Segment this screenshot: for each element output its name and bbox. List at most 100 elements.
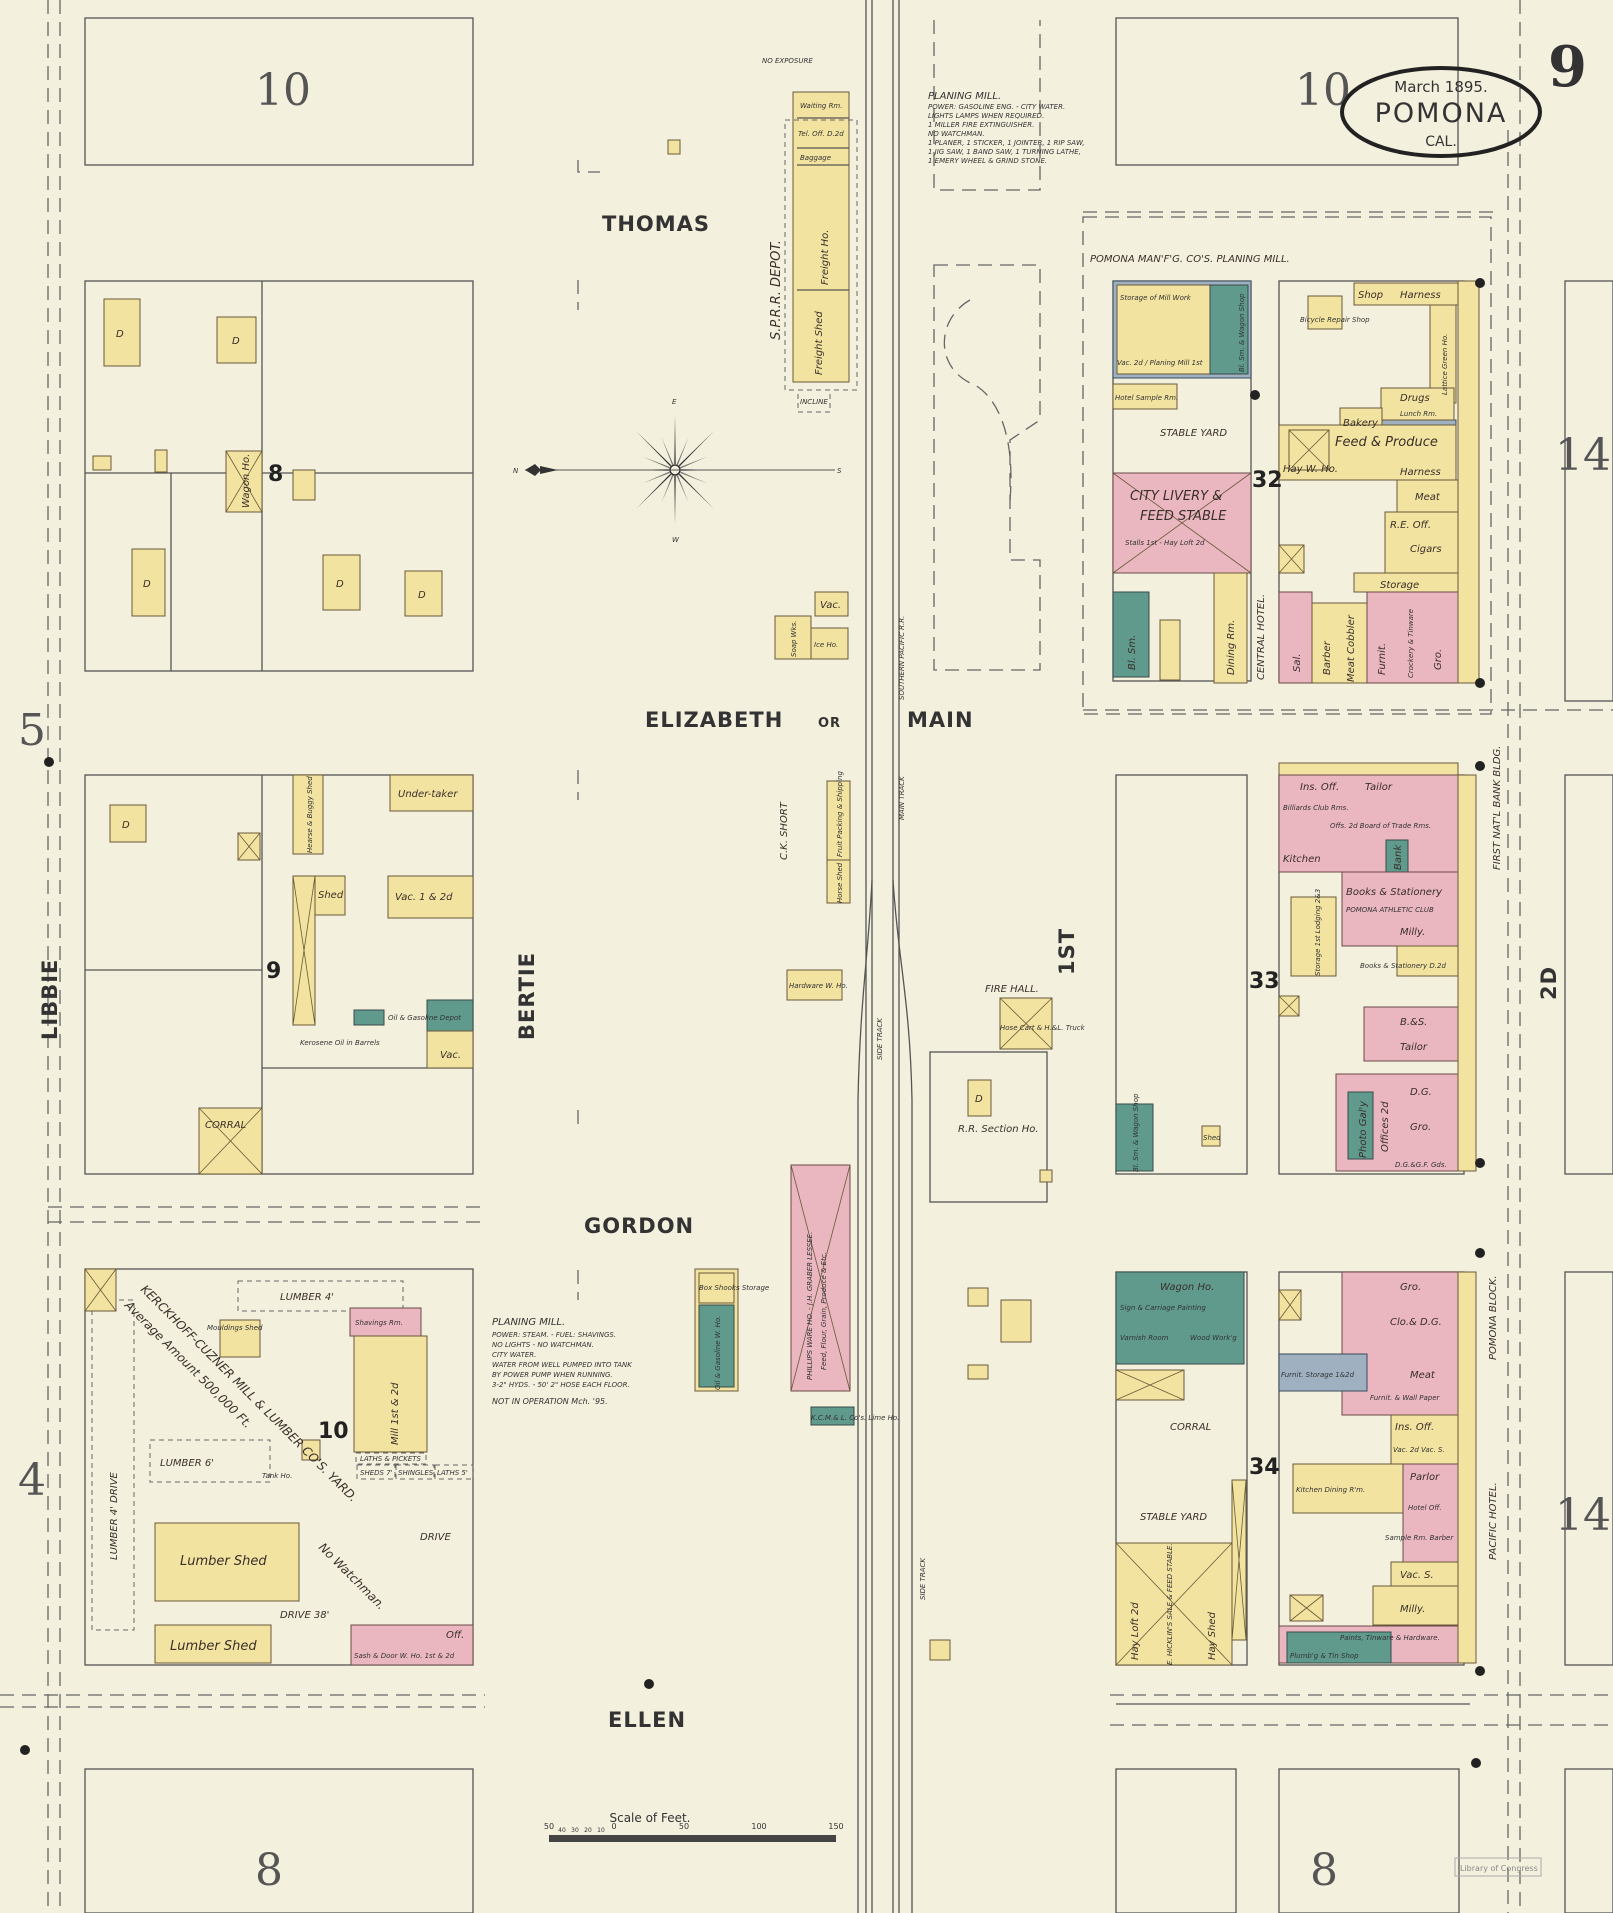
- building-footprint: [1115, 1271, 1245, 1365]
- building-footprint: [154, 449, 168, 473]
- block-number-9: 9: [266, 959, 281, 984]
- building-bs-block: [1363, 1006, 1459, 1062]
- building-label-varnish: Varnish Room: [1120, 1334, 1169, 1342]
- building-label-mouldings: Mouldings Shed: [207, 1324, 263, 1332]
- building-label-milly34: Milly.: [1400, 1604, 1425, 1615]
- building-footprint: [349, 1307, 422, 1337]
- roof-cross-mark: [225, 450, 263, 513]
- margin-key-5: 5: [18, 705, 46, 756]
- building-footprint: [1429, 304, 1457, 404]
- building-label-tailor2: Tailor: [1400, 1042, 1428, 1053]
- sp-depot: [784, 91, 858, 413]
- building-footprint: [131, 548, 166, 617]
- lawn-path: [943, 299, 1012, 501]
- compass-ray: [680, 456, 708, 469]
- block-number-33: 33: [1249, 969, 1280, 994]
- building-footprint: [1390, 1561, 1459, 1587]
- building-label-dining-rm: Dining Rm.: [1226, 620, 1237, 675]
- adjacent-sheet-bottom-left: 8: [255, 1845, 283, 1896]
- building-footprint: [216, 316, 257, 364]
- building-label-d: D: [975, 1094, 983, 1105]
- building-undertaker: [389, 774, 474, 812]
- building-footprint: [1201, 1125, 1221, 1147]
- building-label-drugs: Drugs: [1400, 393, 1430, 404]
- building-label-corral: CORRAL: [205, 1120, 246, 1131]
- building-footprint: [350, 1624, 474, 1666]
- depot-waiting-room: Waiting Rm.: [800, 102, 842, 110]
- building-footprint: [698, 1272, 735, 1304]
- depot-baggage: Baggage: [800, 154, 831, 162]
- no-exposure-label: NO EXPOSURE: [762, 57, 813, 65]
- building-iron-wall: [1380, 419, 1457, 426]
- roof-cross-mark: [84, 1268, 117, 1312]
- building-label-shed: Shed: [318, 890, 344, 901]
- building-label-laths-pickets: LATHS & PICKETS: [360, 1455, 422, 1463]
- block-number-8: 8: [268, 462, 283, 487]
- building-blacksmith-wagon-shop: [1209, 284, 1249, 375]
- compass-ray: [636, 431, 672, 467]
- building-label-re-off: R.E. Off.: [1390, 520, 1431, 531]
- building-label-furnit: Furnit.: [1377, 643, 1388, 675]
- building-box-shooks: [698, 1272, 735, 1304]
- street-elizabeth: ELIZABETH: [645, 708, 783, 732]
- building-label-hicklin: E. HICKLIN'S SALE & FEED STABLE.: [1166, 1543, 1174, 1665]
- street-bertie: BERTIE: [515, 952, 539, 1040]
- building-footprint: [426, 999, 474, 1032]
- building-label-ice-ho: Ice Ho.: [814, 641, 838, 649]
- building-lime-house: [810, 1406, 855, 1426]
- building-label-hotel-off: Hotel Off.: [1408, 1504, 1442, 1512]
- building-mouldings-shed: [219, 1319, 261, 1358]
- building-corral: [198, 1107, 263, 1175]
- building-footprint: [1457, 1271, 1477, 1664]
- building-label-offs-board: Offs. 2d Board of Trade Rms.: [1330, 822, 1431, 830]
- scale-tick-label: 0: [611, 1822, 616, 1831]
- building-footprint: [314, 875, 346, 916]
- building-label-storage: Storage: [1380, 580, 1419, 591]
- building-label-meat34: Meat: [1410, 1370, 1436, 1381]
- building-mill: [353, 1335, 428, 1453]
- planing-mill-note-top: PLANING MILL. POWER: GASOLINE ENG. - CIT…: [928, 91, 1085, 165]
- scale-bar-rule: [549, 1835, 836, 1842]
- building-dwelling: [103, 298, 141, 367]
- compass-ray: [636, 473, 672, 509]
- building-label-oil-gasoline: Oil & Gasoline W. Ho.: [714, 1316, 722, 1390]
- building-footprint: [967, 1079, 992, 1117]
- building-label-d: D: [116, 329, 124, 340]
- building-millinery: [1372, 1585, 1459, 1626]
- building-label-gro: Gro.: [1433, 649, 1444, 670]
- building-label-bl-sm: Bl. Sm.: [1127, 635, 1138, 670]
- building-footprint: [1213, 572, 1248, 684]
- building-label-horse-shed: Horse Shed: [836, 862, 844, 903]
- building-label-lumber-drive: LUMBER 4' DRIVE: [109, 1471, 120, 1560]
- block-number-10: 10: [318, 1419, 349, 1444]
- roof-cross-mark: [1115, 1369, 1185, 1401]
- building-drugs: [1380, 387, 1455, 421]
- building-label-central-hotel: CENTRAL HOTEL.: [1256, 594, 1267, 680]
- building-wagon-shop: [1115, 1103, 1154, 1172]
- margin-key-14b: 14: [1555, 1490, 1611, 1541]
- building-label-drive-38: DRIVE 38': [280, 1610, 329, 1621]
- scale-title: Scale of Feet.: [609, 1811, 690, 1825]
- roof-cross-mark: [790, 1164, 851, 1392]
- building-label-sash-door: Sash & Door W. Ho. 1st & 2d: [354, 1652, 455, 1660]
- building-shed: [1201, 1125, 1221, 1147]
- building-footprint: [292, 469, 316, 501]
- margin-key-14a: 14: [1555, 430, 1611, 481]
- building-label-ck-short: C.K. SHORT: [779, 801, 790, 860]
- building-label-mill: Mill 1st & 2d: [390, 1382, 401, 1445]
- building-label-clo-dg: Clo.& D.G.: [1390, 1317, 1442, 1328]
- building-tank-house: [301, 1439, 321, 1461]
- building-shed: [1231, 1479, 1247, 1641]
- building-dwelling: [131, 548, 166, 617]
- building-footprint: [1380, 419, 1457, 426]
- depot-incline: INCLINE: [800, 398, 828, 406]
- building-label-billiards: Billiards Club Rms.: [1283, 804, 1349, 812]
- building-label-furnit-wall: Furnit. & Wall Paper: [1370, 1394, 1441, 1402]
- fire-hydrant-icon: [1471, 1758, 1481, 1768]
- block-number-32: 32: [1252, 468, 1283, 493]
- building-footprint: [1457, 774, 1477, 1172]
- building-label-shed: Shed: [1203, 1134, 1221, 1142]
- fire-hydrant-icon: [1475, 678, 1485, 688]
- building-hotel-sample-room: [1112, 383, 1178, 410]
- building-label-lunch: Lunch Rm.: [1400, 410, 1437, 418]
